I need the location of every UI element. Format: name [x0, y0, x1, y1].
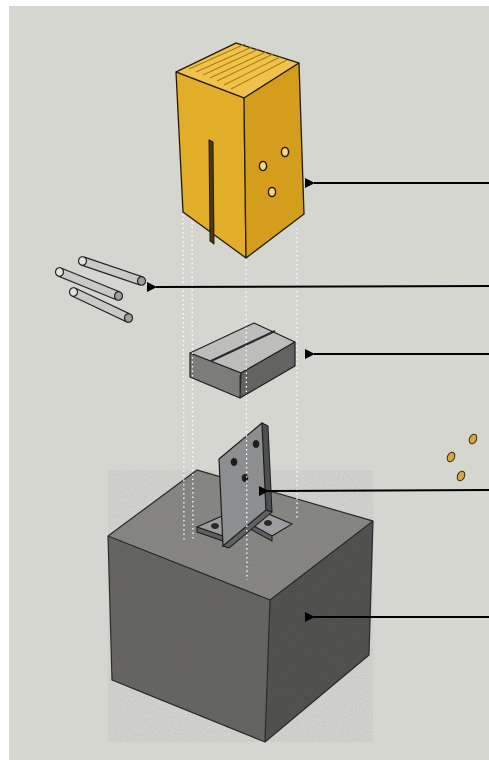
bracket-hole-2 [253, 440, 260, 448]
arrow-dowel-pins [156, 286, 489, 287]
exploded-assembly-diagram [9, 6, 489, 760]
bracket-base-hole-right [264, 520, 272, 526]
bracket-base-hole-left [211, 523, 219, 529]
post-slot [209, 140, 214, 244]
arrow-steel-bracket [268, 490, 489, 491]
post-hole-1 [259, 161, 266, 170]
post-hole-3 [268, 187, 275, 196]
bracket-hole-1 [231, 458, 238, 466]
post-hole-2 [281, 147, 288, 156]
